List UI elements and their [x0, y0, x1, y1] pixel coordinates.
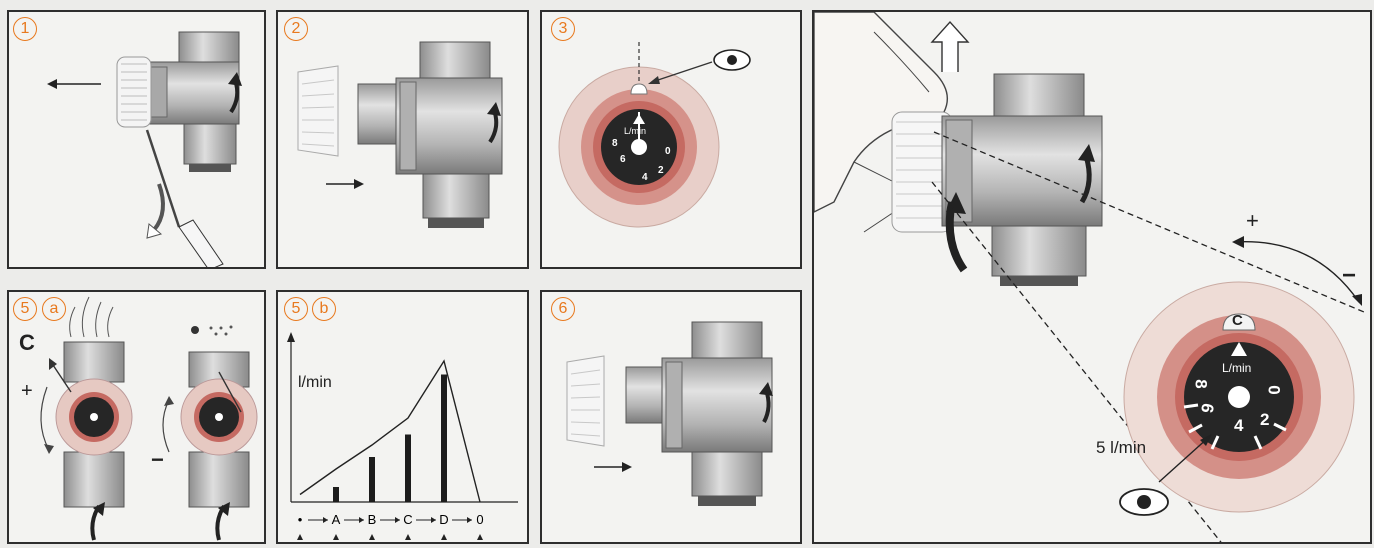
step-5a-sub-badge: a: [42, 297, 66, 321]
step-3-badge: 3: [551, 17, 575, 41]
step-2-illustration: [297, 41, 503, 228]
panel-step-6: 6: [540, 290, 802, 544]
gauge-4-mark-4: 4: [1234, 416, 1244, 435]
x-marker-1: [333, 534, 339, 540]
x-marker-0: [297, 534, 303, 540]
x-label-1: A: [332, 512, 341, 527]
envelope-line: [299, 359, 481, 503]
x-label-0: •: [298, 512, 303, 527]
step-5b-sub-badge: b: [312, 297, 336, 321]
panel-step-5b: 5 b l/min • A B C D 0: [276, 290, 529, 544]
x-marker-2: [369, 534, 375, 540]
step-1-badge: 1: [13, 17, 37, 41]
minus-sign-4: −: [1342, 262, 1357, 289]
bar-3: [405, 434, 411, 502]
y-axis-label: l/min: [298, 374, 332, 391]
x-marker-5: [477, 534, 483, 540]
minus-sign: −: [151, 447, 164, 472]
panel-step-4: 4: [812, 10, 1372, 544]
x-label-2: B: [368, 512, 377, 527]
panel-step-3: 3 L/min 0 2 4 6 8: [540, 10, 802, 269]
step-5a-badge: 5: [13, 297, 37, 321]
step-3-illustration: [558, 42, 751, 228]
plus-sign: +: [21, 380, 33, 402]
bar-2: [369, 457, 375, 502]
step-5b-badge: 5: [284, 297, 308, 321]
bar-4: [441, 374, 447, 502]
panel-step-2: 2: [276, 10, 529, 269]
plus-sign-4: +: [1246, 208, 1259, 233]
x-arrowhead-0: [323, 517, 328, 523]
x-marker-3: [405, 534, 411, 540]
step-6-badge: 6: [551, 297, 575, 321]
panel-step-5a: 5 a C + −: [7, 290, 266, 544]
x-label-5: 0: [476, 512, 483, 527]
gauge-4-mark-2: 2: [1260, 410, 1270, 429]
gauge-4-mark-0: 0: [1264, 385, 1284, 395]
y-axis-arrowhead: [287, 332, 295, 342]
step-2-badge: 2: [284, 17, 308, 41]
gauge-4-cap-letter: C: [1232, 312, 1243, 329]
x-label-3: C: [403, 512, 412, 527]
flow-chart: • A B C D 0: [287, 332, 518, 540]
bar-1: [333, 487, 339, 502]
gauge-3-mark-4: 4: [642, 172, 648, 183]
flow-rate-label: 5 l/min: [1096, 438, 1147, 457]
step-1-illustration: [47, 31, 242, 267]
c-label: C: [19, 330, 35, 355]
x-arrowhead-4: [467, 517, 472, 523]
x-arrowhead-3: [431, 517, 436, 523]
step-6-illustration: [566, 321, 773, 506]
gauge-3-mark-6: 6: [620, 154, 626, 165]
step-4-illustration: [814, 12, 1365, 542]
x-arrowhead-1: [359, 517, 364, 523]
x-marker-4: [441, 534, 447, 540]
gauge-3-mark-2: 2: [658, 165, 664, 176]
x-arrowhead-2: [395, 517, 400, 523]
gauge-4-unit-label: L/min: [1222, 361, 1252, 375]
gauge-3-mark-8: 8: [612, 138, 618, 149]
step-5a-illustration: [40, 296, 258, 541]
gauge-3-mark-0: 0: [665, 146, 671, 157]
gauge-4-mark-8: 8: [1191, 379, 1211, 389]
gauge-3-unit-label: L/min: [624, 126, 647, 136]
panel-step-1: 1: [7, 10, 266, 269]
x-label-4: D: [439, 512, 448, 527]
